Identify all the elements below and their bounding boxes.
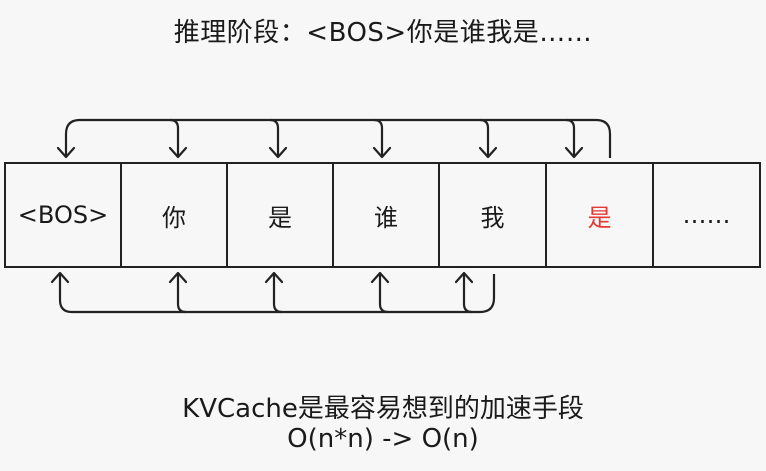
top-arrow-drop-2 — [269, 118, 280, 156]
bottom-arrow-rise-2 — [272, 274, 283, 314]
top-arrow-drop-4 — [479, 118, 490, 156]
token-cell: 你 — [122, 164, 228, 266]
diagram-title: 推理阶段：<BOS>你是谁我是…… — [173, 18, 593, 48]
bottom-arrow-rise-4 — [462, 274, 473, 314]
bottom-arrow-rise-1 — [176, 274, 187, 314]
top-arrow-bar — [64, 118, 612, 158]
top-arrow-drop-5 — [565, 118, 576, 156]
token-cell-ellipsis: …… — [682, 201, 731, 229]
token-row: <BOS> 你 是 谁 我 是 …… — [4, 162, 761, 268]
bottom-arrow-group — [58, 274, 496, 314]
bottom-arrow-rise-3 — [378, 274, 389, 314]
token-cell: 我 — [440, 164, 547, 266]
top-arrow-drop-1 — [169, 118, 180, 156]
token-cell-current: 是 — [547, 164, 654, 266]
bottom-arrow-bar — [58, 274, 496, 314]
top-arrowheads — [56, 146, 584, 159]
token-cell: 谁 — [334, 164, 440, 266]
token-cell: <BOS> — [6, 164, 122, 266]
token-cell: 是 — [228, 164, 334, 266]
bottom-arrowheads — [50, 271, 474, 284]
top-arrow-drop-3 — [373, 118, 384, 156]
caption-line-2: O(n*n) -> O(n) — [287, 424, 479, 454]
top-arrow-group — [64, 118, 612, 158]
caption-line-1: KVCache是最容易想到的加速手段 — [182, 394, 584, 424]
